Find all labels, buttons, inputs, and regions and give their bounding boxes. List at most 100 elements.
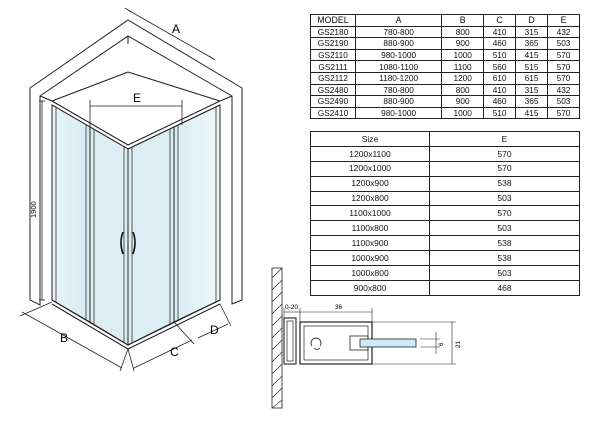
table-cell: 503 — [429, 265, 580, 281]
dimension-c-line — [127, 321, 195, 372]
header-b: B — [441, 14, 485, 27]
table-cell: 410 — [483, 25, 517, 39]
dim-label-e: E — [133, 91, 141, 105]
table-cell: 538 — [429, 175, 580, 192]
table-cell: 365 — [515, 95, 549, 108]
table-cell: 410 — [483, 83, 517, 97]
table-cell: 560 — [483, 60, 517, 73]
dim-label-a: A — [172, 22, 180, 36]
table-cell: 460 — [483, 37, 517, 50]
table-cell: 503 — [429, 220, 580, 237]
table-cell: 610 — [483, 71, 517, 85]
height-dimension-line — [39, 100, 45, 301]
table-cell: 615 — [515, 71, 549, 85]
table-cell: 415 — [515, 48, 549, 62]
table-cell: 880-900 — [354, 37, 443, 50]
table-cell: 365 — [515, 37, 549, 50]
table-cell: 1200x1100 — [310, 145, 430, 162]
table-cell: 1100x800 — [310, 220, 430, 237]
table-cell: GS2190 — [310, 37, 356, 50]
table-cell: 515 — [515, 60, 549, 73]
table-cell: 510 — [483, 106, 517, 120]
header-c: C — [483, 14, 517, 27]
table-cell: 570 — [429, 145, 580, 162]
table-cell: 1100x1000 — [310, 205, 430, 222]
table-cell: 1200 — [441, 71, 485, 85]
header-a: A — [354, 14, 443, 27]
header-size: Size — [310, 131, 430, 147]
table-cell: 570 — [547, 60, 580, 73]
table-cell: 980-1000 — [354, 106, 443, 120]
table-cell: 800 — [441, 25, 485, 39]
table-cell: 1000 — [441, 106, 485, 120]
table-cell: 503 — [429, 190, 580, 207]
table-cell: 468 — [429, 279, 580, 296]
table-cell: 315 — [515, 25, 549, 39]
table-cell: 432 — [547, 83, 580, 97]
table-cell: 1200x800 — [310, 190, 430, 207]
table-cell: 570 — [547, 106, 580, 120]
table-cell: 980-1000 — [354, 48, 443, 62]
table-cell: 570 — [429, 160, 580, 177]
table-cell: 315 — [515, 83, 549, 97]
table-cell: 1080-1100 — [354, 60, 443, 73]
table-cell: 538 — [429, 235, 580, 252]
table-cell: 460 — [483, 95, 517, 108]
model-table-header-row: MODEL A B C D E — [310, 14, 580, 27]
header-d: D — [515, 14, 549, 27]
table-cell: 538 — [429, 250, 580, 267]
table-cell: 880-900 — [354, 95, 443, 108]
table-cell: 1100 — [441, 60, 485, 73]
table-cell: 1200x900 — [310, 175, 430, 192]
dim-label-d: D — [210, 323, 219, 337]
profile-detail: 0-20 36 21 6 — [271, 267, 462, 409]
size-table-header-row: Size E — [310, 131, 580, 147]
table-cell: 570 — [429, 205, 580, 222]
profile-dim-top: 36 — [335, 304, 343, 311]
table-cell: 780-800 — [354, 83, 443, 97]
profile-dim-left: 0-20 — [285, 304, 298, 311]
table-cell: 1100x900 — [310, 235, 430, 252]
left-glass-panel — [51, 104, 129, 346]
table-cell: 1000x800 — [310, 265, 430, 281]
table-cell: 570 — [547, 48, 580, 62]
table-cell: 780-800 — [354, 25, 443, 39]
header-model: MODEL — [310, 14, 356, 27]
table-cell: GS2110 — [310, 48, 356, 62]
dim-label-b: B — [60, 331, 68, 345]
right-glass-panel — [127, 104, 221, 346]
dimension-d-line — [197, 303, 232, 339]
table-cell: 503 — [547, 37, 580, 50]
table-cell: 900 — [441, 37, 485, 50]
table-cell: 800 — [441, 83, 485, 97]
header-e: E — [547, 14, 580, 27]
table-cell: 1180-1200 — [354, 71, 443, 85]
table-cell: GS2490 — [310, 95, 356, 108]
height-label: 1900 — [29, 201, 38, 218]
table-cell: 900x800 — [310, 279, 430, 296]
table-cell: 570 — [547, 71, 580, 85]
table-cell: 1000 — [441, 48, 485, 62]
dimension-e-line — [89, 100, 183, 128]
table-cell: GS2112 — [310, 71, 356, 85]
profile-dim-inner: 6 — [439, 342, 445, 346]
header-size-e: E — [429, 131, 580, 147]
table-cell: GS2111 — [310, 60, 356, 73]
table-cell: 900 — [441, 95, 485, 108]
wall-outline — [29, 19, 243, 306]
dimension-b-line — [19, 301, 129, 372]
